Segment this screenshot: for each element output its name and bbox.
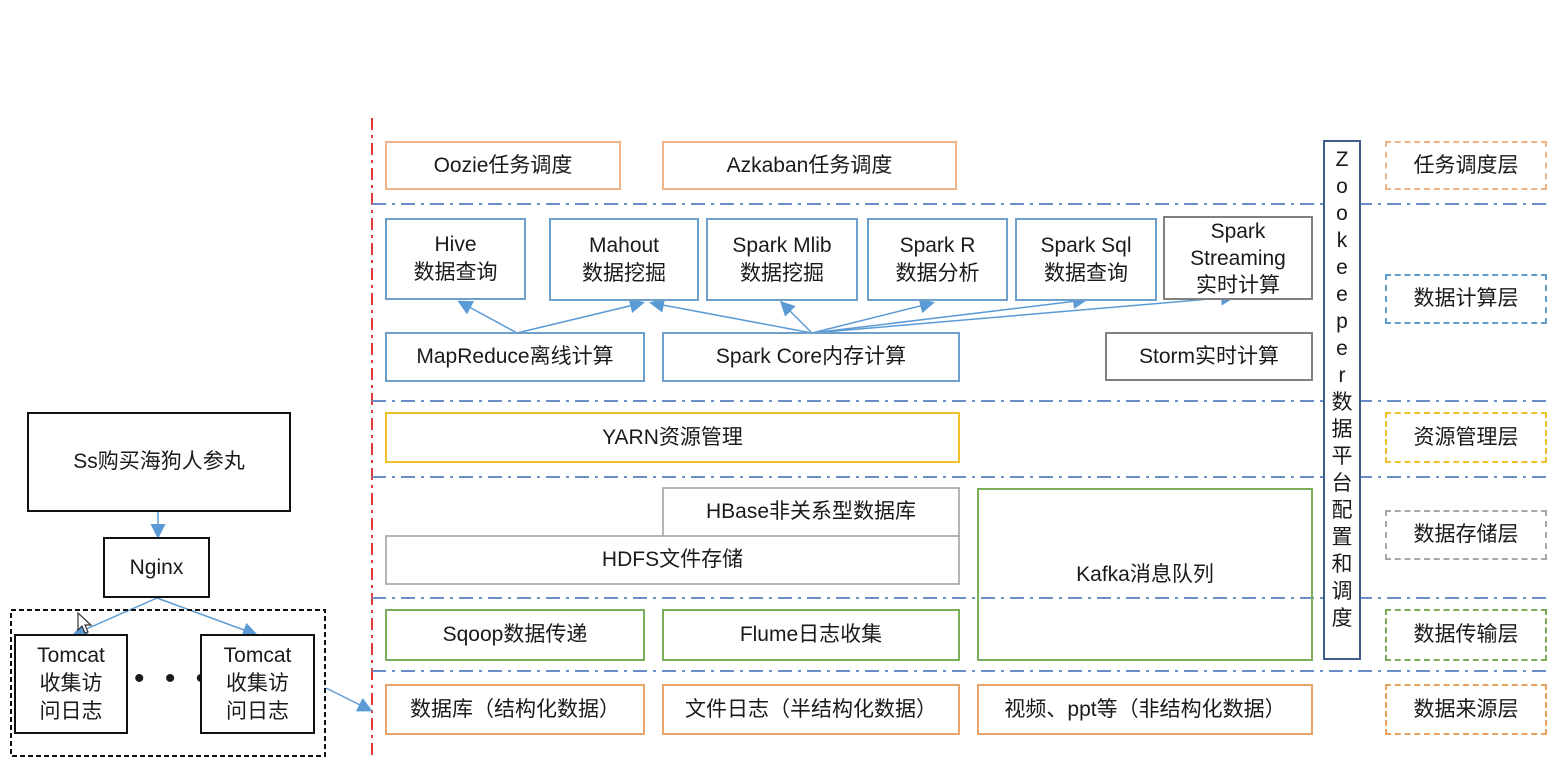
mahout-box: Mahout 数据挖掘	[549, 218, 699, 301]
tomcat2-line1: Tomcat	[223, 644, 292, 667]
sqoop-box: Sqoop数据传递	[385, 609, 645, 661]
zk-char: 台	[1331, 472, 1353, 495]
kafka-box: Kafka消息队列	[977, 488, 1313, 661]
layer-label-resource: 资源管理层	[1385, 412, 1547, 463]
sparkcore-box: Spark Core内存计算	[662, 332, 960, 382]
zk-char: 和	[1331, 553, 1353, 576]
streaming-desc: 实时计算	[1196, 273, 1280, 297]
tomcat1-line2: 收集访	[39, 672, 103, 695]
zk-char: 度	[1331, 607, 1353, 630]
arrow-mapreduce-hive	[457, 300, 518, 334]
sparkr-box: Spark R 数据分析	[867, 218, 1008, 301]
streaming-box: Spark Streaming 实时计算	[1163, 216, 1313, 300]
hbase-box: HBase非关系型数据库	[662, 487, 960, 537]
mlib-desc: 数据挖掘	[740, 261, 824, 285]
nginx-box: Nginx	[103, 537, 210, 598]
arrow-sparkcore-streaming	[811, 290, 1236, 334]
tomcat-box-1: Tomcat 收集访 问日志	[14, 634, 128, 734]
zk-char: 调	[1331, 580, 1353, 603]
sparkr-name: Spark R	[899, 233, 976, 257]
tomcat2-line2: 收集访	[226, 672, 289, 695]
arrow-nginx-tomcat1	[72, 597, 158, 637]
hive-box: Hive 数据查询	[385, 218, 526, 300]
source-filelog-box: 文件日志（半结构化数据）	[662, 684, 960, 735]
layer-label-transport: 数据传输层	[1385, 609, 1547, 661]
mapreduce-box: MapReduce离线计算	[385, 332, 645, 382]
layer-label-storage: 数据存储层	[1385, 510, 1547, 560]
zk-char: 配	[1331, 499, 1353, 522]
zk-char: o	[1336, 175, 1348, 198]
streaming-name2: Streaming	[1190, 246, 1286, 270]
zk-char: k	[1336, 229, 1348, 252]
hive-desc: 数据查询	[413, 261, 498, 284]
zk-char: r	[1338, 364, 1346, 387]
tomcat-box-2: Tomcat 收集访 问日志	[200, 634, 315, 734]
hive-name: Hive	[434, 233, 477, 256]
ellipsis: • • •	[134, 662, 213, 695]
yarn-box: YARN资源管理	[385, 412, 960, 463]
layer-label-source: 数据来源层	[1385, 684, 1547, 735]
sparksql-name: Spark Sql	[1040, 233, 1132, 257]
shop-box: Ss购买海狗人参丸	[27, 412, 291, 512]
streaming-name1: Spark	[1210, 219, 1266, 243]
arrow-sparkcore-sparksql	[811, 293, 1088, 334]
tomcat1-line3: 问日志	[39, 700, 103, 723]
arrow-sparkcore-sparkr	[811, 298, 935, 334]
mahout-desc: 数据挖掘	[582, 261, 666, 285]
source-video-box: 视频、ppt等（非结构化数据）	[977, 684, 1313, 735]
oozie-box: Oozie任务调度	[385, 141, 621, 190]
layer-label-scheduling: 任务调度层	[1385, 141, 1547, 190]
flume-box: Flume日志收集	[662, 609, 960, 661]
source-db-box: 数据库（结构化数据）	[385, 684, 645, 735]
mouse-cursor-icon	[77, 612, 93, 634]
hdfs-box: HDFS文件存储	[385, 535, 960, 585]
arrow-sparkcore-mahout	[649, 297, 813, 334]
zk-char: o	[1336, 202, 1348, 225]
arrow-tomcat-source	[325, 687, 373, 712]
mlib-name: Spark Mlib	[732, 233, 832, 257]
zk-char: 数	[1331, 391, 1353, 414]
zk-char: e	[1336, 337, 1348, 360]
zk-char: e	[1336, 256, 1348, 279]
layer-label-compute: 数据计算层	[1385, 274, 1547, 324]
tomcat2-line3: 问日志	[226, 700, 289, 723]
sparkr-desc: 数据分析	[895, 261, 980, 285]
mahout-name: Mahout	[588, 233, 660, 257]
mlib-box: Spark Mlib 数据挖掘	[706, 218, 858, 301]
storm-box: Storm实时计算	[1105, 332, 1313, 381]
zk-char: e	[1336, 283, 1348, 306]
zookeeper-column: Z o o k e e p e r 数 据 平 台 配 置 和 调 度	[1323, 140, 1361, 660]
tomcat-group-frame	[10, 609, 326, 757]
arrow-mapreduce-mahout	[516, 298, 645, 334]
zk-char: Z	[1335, 148, 1349, 171]
sparksql-box: Spark Sql 数据查询	[1015, 218, 1157, 301]
arrow-sparkcore-mlib	[779, 300, 813, 334]
tomcat1-line1: Tomcat	[37, 644, 105, 667]
zk-char: 平	[1331, 445, 1353, 468]
arrow-nginx-tomcat2	[156, 597, 258, 637]
zk-char: p	[1336, 310, 1348, 333]
sparksql-desc: 数据查询	[1044, 261, 1128, 285]
zk-char: 置	[1331, 526, 1353, 549]
azkaban-box: Azkaban任务调度	[662, 141, 957, 190]
zk-char: 据	[1331, 418, 1353, 441]
